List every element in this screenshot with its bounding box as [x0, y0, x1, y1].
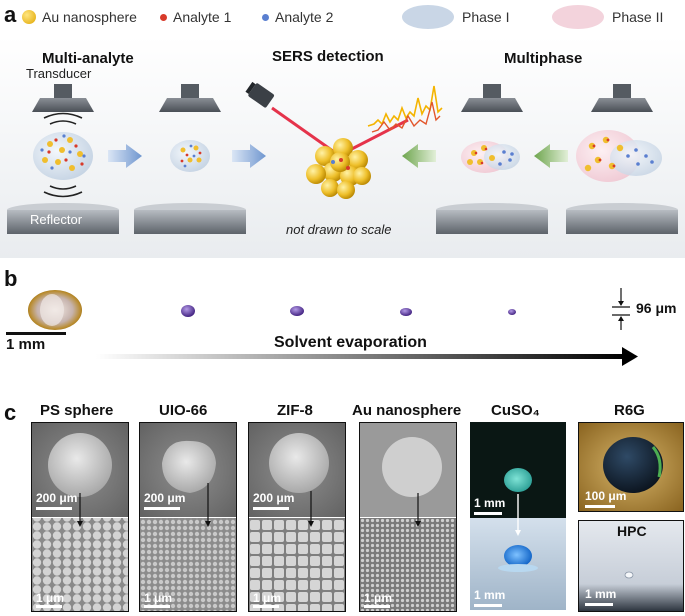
sound-wave-icon: [43, 112, 83, 198]
legend-label: Phase I: [462, 9, 510, 25]
scale-bar: [474, 604, 502, 607]
scale-label: 1 μm: [364, 591, 393, 605]
transducer-2: [159, 84, 221, 112]
scale-label: 1 μm: [144, 591, 173, 605]
phase-1-icon: [402, 5, 454, 29]
title-hpc: HPC: [617, 523, 647, 539]
title-uio-66: UIO-66: [159, 402, 208, 419]
reflector-2: [134, 203, 246, 234]
scale-bar: [585, 505, 615, 508]
scale-label: 200 μm: [253, 491, 295, 505]
au-cluster: [306, 138, 371, 199]
reflector-3: [436, 203, 548, 234]
title-ps-sphere: PS sphere: [40, 402, 114, 419]
droplet-stage-4: [400, 308, 412, 316]
heading-sers-detection: SERS detection: [272, 48, 384, 65]
scale-label: 200 μm: [144, 491, 186, 505]
sem-tile-au-nanosphere: 1 μm: [359, 422, 457, 612]
droplet-stage-5: [508, 309, 516, 315]
label-reflector: Reflector: [30, 212, 83, 227]
analyte-2-icon: [262, 13, 269, 21]
au-nanosphere-icon: [22, 10, 36, 24]
sem-tile-zif-8: 200 μm 1 μm: [248, 422, 346, 612]
legend-au-nanosphere: Au nanosphere: [22, 6, 137, 28]
arrow-left-icon: [534, 144, 568, 168]
legend-label: Analyte 1: [173, 9, 232, 25]
evaporation-sequence: [6, 288, 638, 366]
phase-2-icon: [552, 5, 604, 29]
legend-analyte-2: Analyte 2: [262, 6, 333, 28]
droplet-multi-analyte-large: [33, 132, 93, 180]
legend-label: Phase II: [612, 9, 664, 25]
legend-label: Au nanosphere: [42, 9, 137, 25]
transducer-4: [591, 84, 653, 112]
title-au-nanosphere: Au nanosphere: [352, 402, 462, 419]
evaporation-arrow: [96, 354, 624, 359]
scale-label: 1 mm: [474, 496, 506, 510]
scale-bar: [585, 603, 613, 606]
transducer-1: [32, 84, 94, 112]
optical-tile-hpc: HPC 1 mm: [578, 520, 684, 612]
reflector-4: [566, 203, 678, 234]
optical-tile-cuso4: 1 mm 1 mm: [470, 422, 566, 610]
evaporation-label: Solvent evaporation: [274, 334, 427, 351]
height-label: 96 μm: [636, 300, 677, 316]
arrow-left-icon: [402, 144, 436, 168]
scale-label: 1 μm: [253, 591, 282, 605]
panel-c-letter: c: [4, 400, 17, 425]
droplet-multiphase-large: [576, 130, 662, 182]
scale-label: 100 μm: [585, 489, 627, 503]
scale-label: 1 μm: [36, 591, 65, 605]
arrow-head-icon: [622, 347, 638, 366]
analyte-1-icon: [160, 13, 167, 21]
scale-bar: [474, 512, 502, 515]
levitation-scene: [0, 36, 685, 258]
sers-spectrum: [367, 85, 443, 133]
legend-label: Analyte 2: [275, 9, 334, 25]
height-marker-icon: [612, 288, 630, 330]
label-transducer: Transducer: [26, 66, 92, 81]
droplet-stage-2: [181, 305, 195, 317]
optical-tile-r6g: 100 μm: [578, 422, 684, 512]
droplet-multiphase-small: [461, 141, 520, 173]
title-r6g: R6G: [614, 402, 645, 419]
title-cuso4: CuSO₄: [491, 402, 540, 419]
reflector-1: [7, 203, 119, 234]
legend-analyte-1: Analyte 1: [160, 6, 231, 28]
heading-multiphase: Multiphase: [504, 50, 583, 67]
heading-multi-analyte: Multi-analyte: [42, 50, 134, 67]
sem-tile-ps-sphere: 200 μm 1 μm: [31, 422, 129, 612]
scale-bar: [144, 605, 170, 608]
scale-bar: [253, 605, 279, 608]
legend-phase-2: Phase II: [552, 5, 664, 29]
scale-bar: [144, 507, 180, 510]
scale-bar: [36, 605, 62, 608]
scale-bar-1mm: [6, 332, 66, 335]
scale-bar: [364, 605, 390, 608]
transducer-3: [461, 84, 523, 112]
arrow-right-icon: [232, 144, 266, 168]
scale-label: 1 mm: [474, 588, 506, 602]
panel-a-letter: a: [4, 2, 17, 27]
panel-b-letter: b: [4, 266, 18, 291]
sem-tile-uio-66: 200 μm 1 μm: [139, 422, 237, 612]
arrow-right-icon: [108, 144, 142, 168]
legend-phase-1: Phase I: [402, 5, 510, 29]
title-zif-8: ZIF-8: [277, 402, 313, 419]
scale-bar: [36, 507, 72, 510]
note-not-to-scale: not drawn to scale: [286, 222, 392, 237]
droplet-multi-analyte-small: [170, 140, 210, 172]
scale-label: 1 mm: [585, 587, 617, 601]
droplet-stage-3: [290, 306, 304, 316]
scale-label-1mm: 1 mm: [6, 336, 46, 353]
scale-bar: [253, 507, 289, 510]
scale-label: 200 μm: [36, 491, 78, 505]
